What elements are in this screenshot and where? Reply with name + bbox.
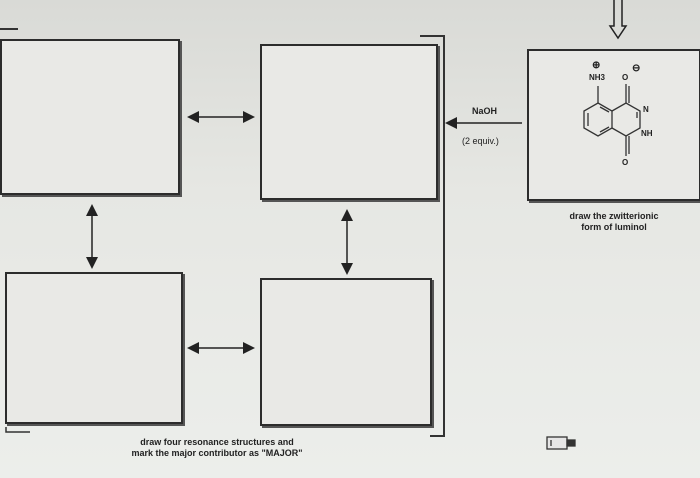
luminol-structure	[583, 84, 641, 156]
resonance-box-1[interactable]	[0, 39, 180, 195]
reagent-equiv: (2 equiv.)	[462, 136, 499, 146]
down-arrow	[608, 0, 628, 40]
pen-tool-icon	[546, 436, 576, 450]
luminol-caption: draw the zwitterionic form of luminol	[548, 211, 680, 233]
plus-charge: ⊕	[592, 60, 601, 71]
luminol-box[interactable]	[527, 49, 700, 201]
n-label: N	[643, 105, 649, 114]
resonance-box-3[interactable]	[5, 272, 183, 424]
nh-label: NH	[641, 129, 653, 138]
left-bracket	[5, 427, 30, 433]
reagent-name: NaOH	[472, 106, 498, 116]
luminol-caption-line2: form of luminol	[581, 222, 647, 232]
nh3-label: NH3	[589, 73, 606, 82]
right-bracket	[420, 35, 445, 437]
o-minus-label: O	[622, 73, 629, 82]
resonance-box-4[interactable]	[260, 278, 432, 426]
resonance-caption-line1: draw four resonance structures and	[140, 437, 294, 447]
resonance-box-2[interactable]	[260, 44, 438, 200]
o-label: O	[622, 158, 629, 167]
resonance-caption: draw four resonance structures and mark …	[112, 437, 322, 459]
minus-charge: ⊖	[632, 63, 641, 74]
luminol-caption-line1: draw the zwitterionic	[569, 211, 659, 221]
resonance-caption-line2: mark the major contributor as "MAJOR"	[131, 448, 303, 458]
